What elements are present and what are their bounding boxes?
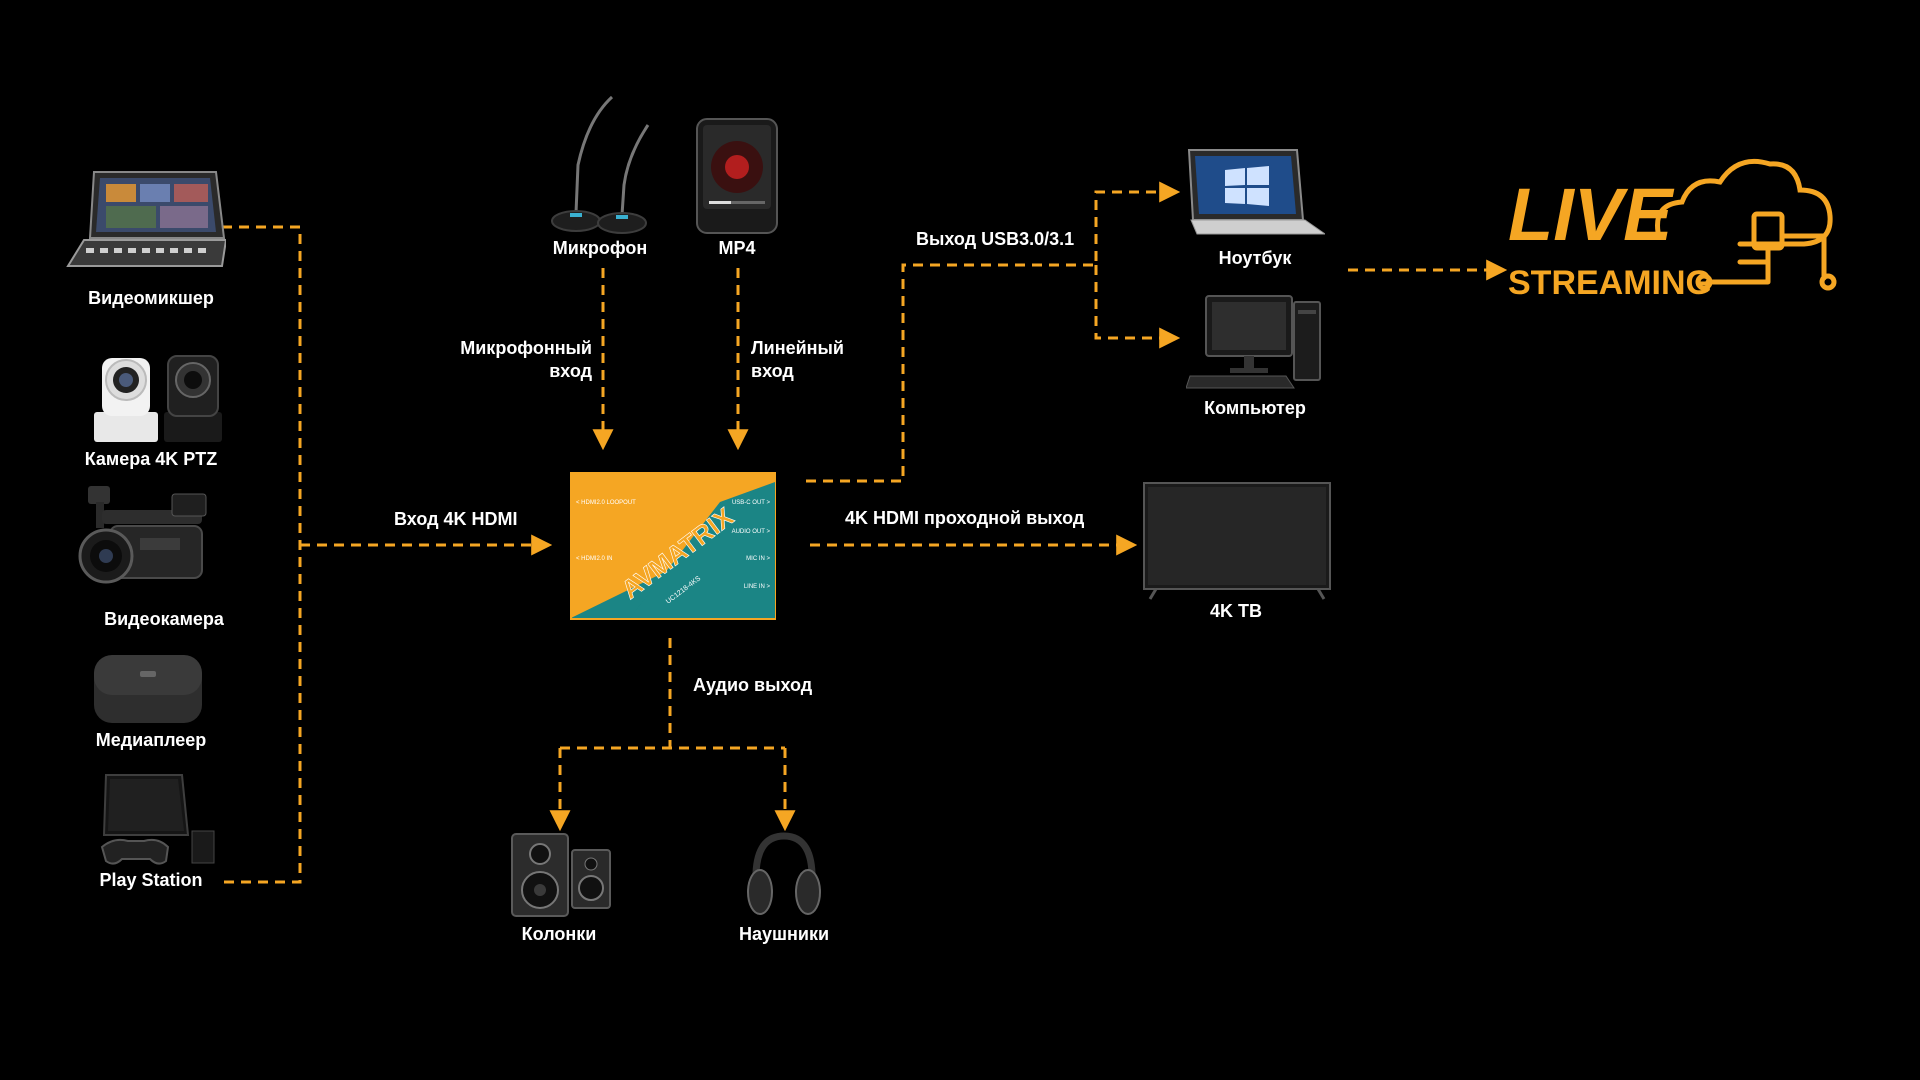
camcorder-icon — [78, 486, 207, 584]
port-line-in: LINE IN > — [744, 584, 771, 590]
media-player-icon — [94, 655, 202, 723]
label-ptz-camera: Камера 4K PTZ — [84, 449, 218, 469]
avmatrix-capture-device: AVMATRIX UC1218-4KS < HDMI2.0 LOOPOUT < … — [570, 472, 776, 620]
logo-live: LIVE — [1508, 173, 1675, 256]
headphones-icon — [747, 832, 821, 915]
port-hdmi-in: < HDMI2.0 IN — [576, 556, 613, 562]
label-camcorder: Видеокамера — [104, 609, 224, 629]
line-input-line2: вход — [751, 361, 794, 382]
label-laptop: Ноутбук — [1218, 248, 1292, 268]
port-audio-out: AUDIO OUT > — [732, 529, 771, 535]
ptz-camera-icon — [94, 355, 222, 442]
video-mixer-icon — [66, 171, 226, 267]
label-headphones: Наушники — [738, 924, 830, 944]
microphone-icon — [551, 95, 650, 234]
line-input-line1: Линейный — [751, 338, 844, 358]
mp4-player-icon — [696, 118, 778, 234]
label-line-input: Линейный вход — [751, 337, 844, 384]
mic-input-line1: Микрофонный — [460, 338, 592, 358]
connector-usb-pc — [1094, 265, 1181, 349]
port-usbc-out: USB-C OUT > — [732, 500, 771, 506]
playstation-icon — [100, 774, 215, 865]
connector-mixer — [222, 225, 302, 884]
label-usb-output: Выход USB3.0/3.1 — [916, 229, 1075, 249]
logo-streaming: STREAMING — [1508, 264, 1712, 302]
label-microphone: Микрофон — [552, 238, 648, 258]
laptop-icon — [1187, 149, 1325, 235]
label-hdmi-loop-output: 4K HDMI проходной выход — [845, 508, 1085, 528]
port-mic-in: MIC IN > — [746, 556, 770, 562]
label-computer: Компьютер — [1204, 398, 1306, 418]
connector-usb-out — [806, 181, 1181, 483]
mic-input-line2: вход — [549, 361, 592, 382]
label-playstation: Play Station — [99, 870, 203, 890]
speakers-icon — [511, 833, 611, 917]
label-tv: 4K TB — [1209, 601, 1263, 621]
label-mp4: MP4 — [718, 238, 756, 258]
label-video-mixer: Видеомикшер — [88, 288, 214, 308]
label-media-player: Медиаплеер — [95, 730, 207, 750]
label-audio-output: Аудио выход — [693, 675, 813, 695]
live-streaming-logo: LIVE STREAMING — [1508, 158, 1837, 302]
desktop-computer-icon — [1186, 295, 1321, 389]
cloud-icon — [1655, 158, 1837, 291]
connector-audio-out — [560, 638, 785, 750]
tv-icon — [1143, 482, 1331, 600]
port-hdmi-loopout: < HDMI2.0 LOOPOUT — [576, 500, 636, 506]
label-mic-input: Микрофонный вход — [460, 337, 592, 384]
label-speakers: Колонки — [521, 924, 597, 944]
label-hdmi-input: Вход 4K HDMI — [394, 509, 518, 529]
